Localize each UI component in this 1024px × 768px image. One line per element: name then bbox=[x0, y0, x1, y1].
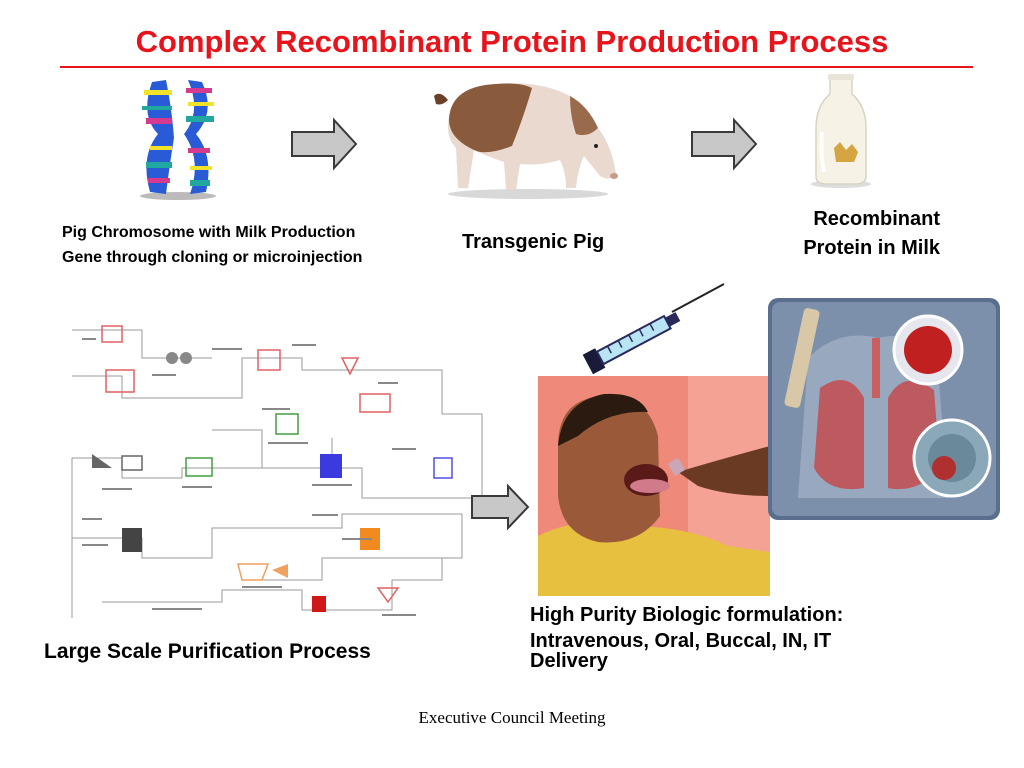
chromosome-caption-line1: Pig Chromosome with Milk Production bbox=[62, 224, 356, 241]
milk-bottle-icon bbox=[811, 74, 871, 188]
footer-text: Executive Council Meeting bbox=[418, 708, 606, 727]
syringe-icon bbox=[582, 283, 725, 375]
pig-icon bbox=[434, 83, 618, 199]
milk-caption-line1: Recombinant bbox=[813, 208, 940, 230]
formulation-caption-line2: Intravenous, Oral, Buccal, IN, IT bbox=[530, 630, 832, 652]
arrow-right-icon bbox=[291, 117, 358, 171]
slide-title: Complex Recombinant Protein Production P… bbox=[135, 24, 889, 59]
formulation-caption-line1: High Purity Biologic formulation: bbox=[530, 604, 844, 626]
arrow-right-icon bbox=[471, 483, 530, 531]
lungs-illustration bbox=[768, 298, 1000, 520]
title-underline bbox=[60, 66, 973, 68]
chromosome-caption-line2: Gene through cloning or microinjection bbox=[62, 249, 363, 266]
pig-caption: Transgenic Pig bbox=[462, 231, 605, 253]
chromosome-icon bbox=[140, 80, 216, 200]
arrow-right-icon bbox=[691, 117, 758, 171]
milk-caption-line2: Protein in Milk bbox=[803, 237, 940, 259]
process-flow-diagram bbox=[71, 325, 483, 618]
formulation-caption: High Purity Biologic formulation: Intrav… bbox=[530, 602, 970, 674]
formulation-caption-line3: Delivery bbox=[530, 650, 608, 672]
purification-caption: Large Scale Purification Process bbox=[44, 640, 371, 663]
child-photo bbox=[538, 376, 770, 596]
milk-caption: Recombinant Protein in Milk bbox=[760, 205, 940, 263]
chromosome-caption: Pig Chromosome with Milk Production Gene… bbox=[62, 220, 362, 270]
